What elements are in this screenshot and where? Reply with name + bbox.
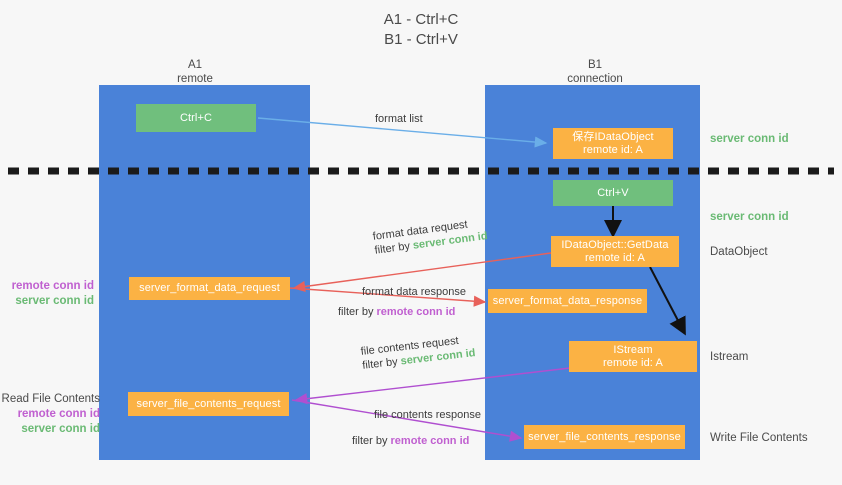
filter-prefix: filter by <box>373 239 414 257</box>
filter-value-remote-conn-id: remote conn id <box>376 306 456 318</box>
node-ctrl-v[interactable]: Ctrl+V <box>553 180 673 206</box>
column-header-b1: B1 connection <box>567 59 623 85</box>
node-idataobject-getdata-line1: IDataObject::GetData <box>561 238 669 251</box>
node-ctrl-c[interactable]: Ctrl+C <box>136 104 256 132</box>
node-istream-line2: remote id: A <box>603 356 663 369</box>
node-server-file-contents-response[interactable]: server_file_contents_response <box>524 425 685 449</box>
node-save-idataobject-line1: 保存IDataObject <box>572 130 654 143</box>
annotation-remote-conn-id-2: remote conn id <box>17 408 100 420</box>
node-save-idataobject[interactable]: 保存IDataObject remote id: A <box>553 128 673 159</box>
node-server-file-contents-response-label: server_file_contents_response <box>528 430 681 443</box>
node-save-idataobject-line2: remote id: A <box>583 143 643 156</box>
node-server-file-contents-request-label: server_file_contents_request <box>136 397 281 410</box>
node-istream-line1: IStream <box>613 343 653 356</box>
annotation-server-conn-id-left-1: server conn id <box>15 295 94 307</box>
edge-label-format-list: format list <box>375 113 423 125</box>
edge-label-format-data-response-filter: filter by remote conn id <box>338 305 455 319</box>
edge-label-file-contents-response-filter: filter by remote conn id <box>352 434 469 448</box>
node-server-format-data-response-label: server_format_data_response <box>492 294 643 307</box>
node-server-format-data-request[interactable]: server_format_data_request <box>129 277 290 300</box>
filter-prefix: filter by <box>361 355 402 372</box>
node-server-format-data-request-label: server_format_data_request <box>139 282 280 294</box>
annotation-write-file-contents: Write File Contents <box>710 432 808 444</box>
node-ctrl-v-label: Ctrl+V <box>597 186 629 199</box>
edge-label-file-contents-response-line1: file contents response <box>374 409 482 421</box>
node-ctrl-c-label: Ctrl+C <box>179 111 213 124</box>
edge-label-file-contents-response: file contents response <box>374 408 481 422</box>
filter-prefix: filter by <box>338 306 377 318</box>
annotation-left-conn-ids-top: remote conn id server conn id <box>0 279 94 309</box>
edge-label-file-contents-request: file contents request filter by server c… <box>360 332 476 373</box>
filter-prefix: filter by <box>352 435 391 447</box>
node-idataobject-getdata-line2: remote id: A <box>585 251 645 264</box>
annotation-left-read-file-contents-block: Read File Contents remote conn id server… <box>0 392 100 437</box>
annotation-server-conn-id-top: server conn id <box>710 133 789 145</box>
edge-label-format-data-response: format data response <box>362 285 466 299</box>
annotation-remote-conn-id-1: remote conn id <box>11 280 94 292</box>
annotation-server-conn-id-left-2: server conn id <box>21 423 100 435</box>
diagram-title: A1 - Ctrl+C B1 - Ctrl+V <box>383 11 459 48</box>
edge-label-format-data-request: format data request filter by server con… <box>372 215 488 258</box>
annotation-dataobject: DataObject <box>710 246 768 258</box>
filter-value-remote-conn-id: remote conn id <box>390 435 470 447</box>
annotation-server-conn-id-second: server conn id <box>710 211 789 223</box>
annotation-istream: Istream <box>710 351 749 363</box>
node-idataobject-getdata[interactable]: IDataObject::GetData remote id: A <box>551 236 679 267</box>
edge-label-format-data-response-line1: format data response <box>362 286 466 298</box>
column-header-a1: A1 remote <box>177 59 213 85</box>
annotation-read-file-contents: Read File Contents <box>1 393 100 405</box>
node-server-file-contents-request[interactable]: server_file_contents_request <box>128 392 289 416</box>
node-istream[interactable]: IStream remote id: A <box>569 341 697 372</box>
node-server-format-data-response[interactable]: server_format_data_response <box>488 289 647 313</box>
